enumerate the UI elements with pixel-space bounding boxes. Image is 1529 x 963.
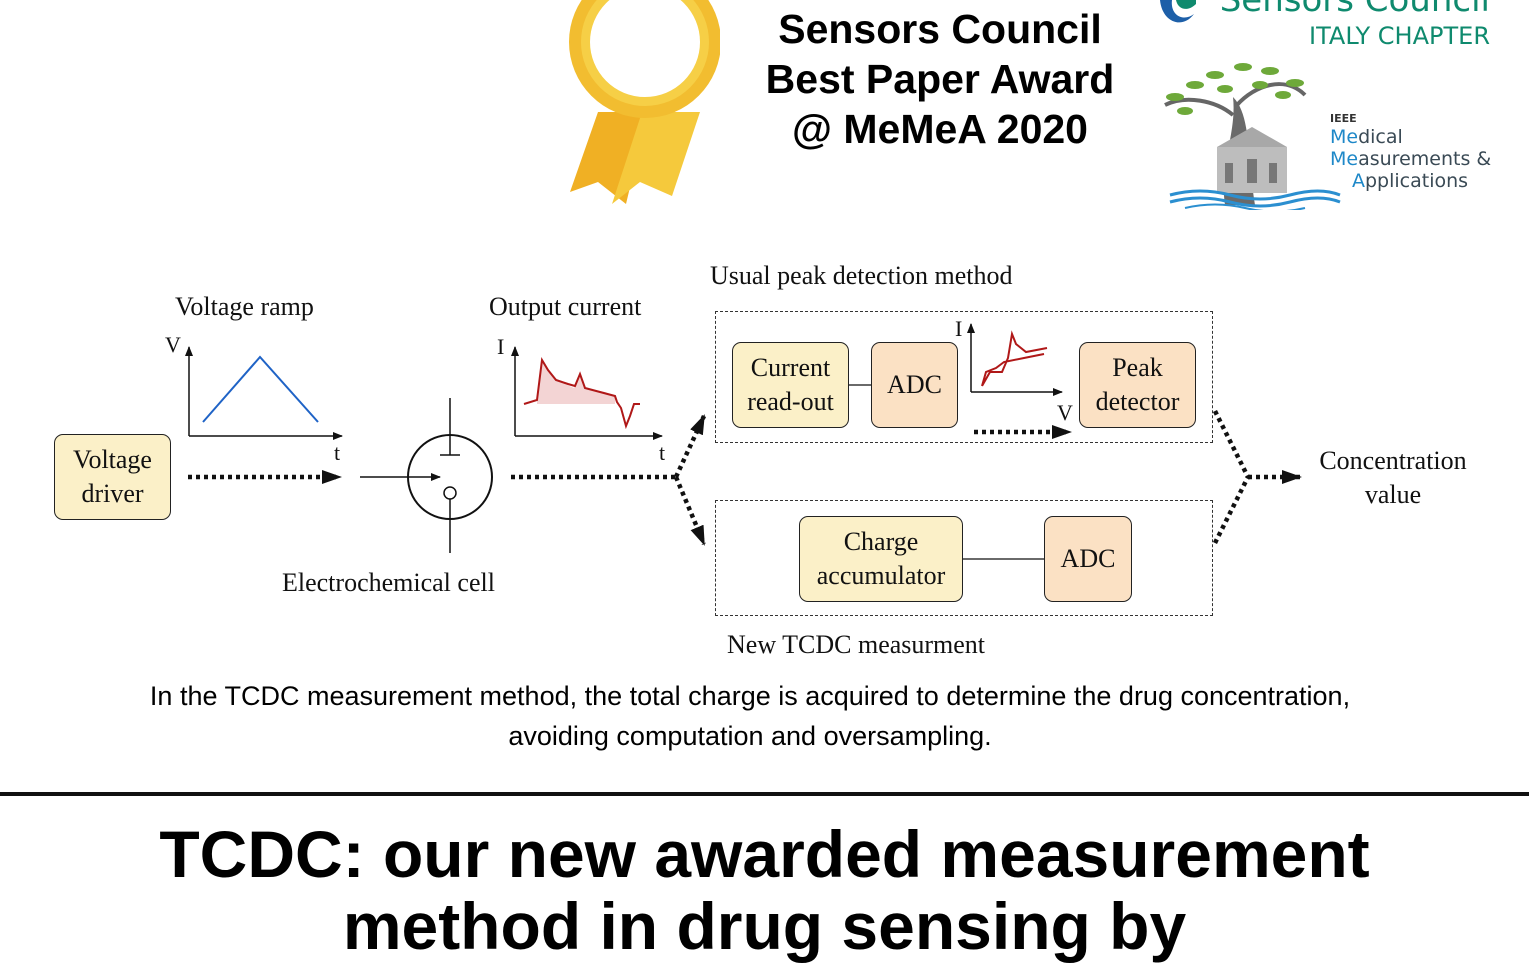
charge-accumulator-box: Charge accumulator xyxy=(799,516,963,602)
box-line: Peak xyxy=(1112,353,1163,382)
memea-word: asurements & xyxy=(1358,148,1492,170)
current-y-axis-label: I xyxy=(497,334,505,359)
ramp-y-axis-label: V xyxy=(165,332,181,357)
box-line: driver xyxy=(81,479,144,508)
sensors-council-name: Sensors Council xyxy=(1219,0,1490,20)
electrochemical-cell-symbol xyxy=(407,398,493,553)
sensors-council-chapter: ITALY CHAPTER xyxy=(1309,22,1490,50)
output-line: Concentration xyxy=(1319,446,1467,475)
headline-line: TCDC: our new awarded measurement xyxy=(159,817,1370,891)
award-title-line: Best Paper Award xyxy=(765,56,1115,102)
box-line: accumulator xyxy=(816,561,946,590)
award-title-line: Sensors Council xyxy=(778,6,1102,52)
concentration-value-label: Concentration value xyxy=(1300,444,1486,512)
flow-split-down xyxy=(673,476,707,546)
voltage-ramp-title: Voltage ramp xyxy=(175,292,314,321)
box-line: Voltage xyxy=(73,445,152,474)
award-title: Sensors Council Best Paper Award @ MeMeA… xyxy=(700,4,1180,154)
memea-line: Measurements & xyxy=(1330,148,1491,170)
new-method-group xyxy=(715,500,1213,616)
ramp-waveform xyxy=(202,355,319,423)
new-method-label: New TCDC measurment xyxy=(727,630,986,659)
adc-box-usual: ADC xyxy=(871,342,958,428)
electrochemical-cell-label: Electrochemical cell xyxy=(282,568,495,597)
inset-y-axis-label: I xyxy=(955,316,963,341)
headline: TCDC: our new awarded measurement method… xyxy=(40,818,1489,962)
output-current-title: Output current xyxy=(489,292,642,321)
usual-method-label: Usual peak detection method xyxy=(710,261,1013,290)
voltage-ramp-plot xyxy=(185,346,343,440)
current-waveform xyxy=(523,357,640,430)
memea-logo-tree-icon xyxy=(1164,63,1341,210)
current-readout-box: Current read-out xyxy=(732,342,849,428)
memea-line: Applications xyxy=(1330,170,1491,192)
memea-letter: Me xyxy=(1330,126,1359,148)
section-divider xyxy=(0,792,1529,796)
award-ribbon-icon xyxy=(569,0,720,204)
adc-box-new: ADC xyxy=(1044,516,1132,602)
memea-ieee-label: IEEE xyxy=(1330,112,1357,125)
box-line: Charge xyxy=(843,527,919,556)
award-title-line: @ MeMeA 2020 xyxy=(792,106,1088,152)
voltage-driver-box: Voltage driver xyxy=(54,434,171,520)
inset-voltammogram-plot xyxy=(967,323,1063,396)
flow-split-up xyxy=(673,414,707,478)
headline-line: method in drug sensing by xyxy=(342,889,1187,963)
box-line: detector xyxy=(1095,387,1180,416)
memea-line: Medical xyxy=(1330,126,1491,148)
current-x-axis-label: t xyxy=(659,440,666,465)
output-current-plot xyxy=(511,346,663,440)
current-fill xyxy=(537,360,615,404)
usual-method-group xyxy=(715,311,1213,443)
output-line: value xyxy=(1364,480,1422,509)
sensors-council-logo-icon xyxy=(1160,0,1196,23)
box-line: Current xyxy=(750,353,831,382)
flow-merge-up xyxy=(1212,409,1251,479)
memea-name: Medical Measurements & Applications xyxy=(1330,126,1491,192)
box-line: read-out xyxy=(747,387,834,416)
figure-caption: In the TCDC measurement method, the tota… xyxy=(149,681,1351,751)
flow-merge-down xyxy=(1212,475,1251,545)
ramp-x-axis-label: t xyxy=(334,440,341,465)
diagram-graphics xyxy=(185,323,1302,560)
inset-x-axis-label: V xyxy=(1057,400,1073,425)
memea-word: pplications xyxy=(1365,170,1469,192)
inset-waveform xyxy=(981,330,1048,387)
memea-word: dical xyxy=(1358,126,1403,148)
peak-detector-box: Peak detector xyxy=(1079,342,1196,428)
memea-letter: Me xyxy=(1330,148,1359,170)
memea-letter: A xyxy=(1352,170,1365,192)
